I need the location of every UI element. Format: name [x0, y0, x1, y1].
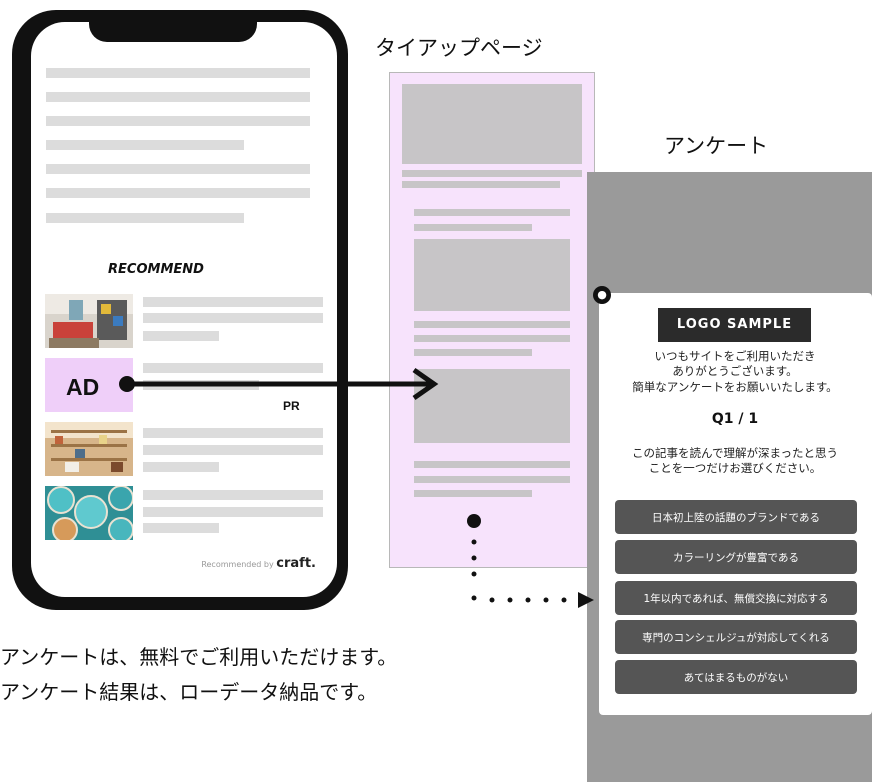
ad-label: AD: [66, 374, 100, 400]
survey-greeting-line3: 簡単なアンケートをお願いいたします。: [632, 380, 838, 394]
tieup-line: [414, 490, 532, 497]
survey-title: アンケート: [664, 134, 769, 158]
recommend-line: [143, 462, 219, 472]
recommend-line: [143, 297, 323, 307]
tieup-dot: [467, 514, 481, 528]
recommend-line: [143, 445, 323, 455]
article-line: [46, 188, 310, 198]
article-line: [46, 213, 244, 223]
article-line: [46, 92, 310, 102]
tieup-line: [414, 349, 532, 356]
article-line: [46, 68, 310, 78]
tieup-line: [402, 181, 560, 188]
tieup-hero-image: [402, 84, 582, 164]
note-line1: アンケートは、無料でご利用いただけます。: [0, 645, 398, 669]
recommend-line: [143, 363, 323, 373]
survey-close-icon[interactable]: ●: [593, 286, 611, 304]
survey-greeting-line2: ありがとうございます。: [672, 364, 798, 378]
tieup-line: [414, 321, 570, 328]
survey-option-4[interactable]: 専門のコンシェルジュが対応してくれる: [615, 620, 857, 654]
tieup-line: [402, 170, 582, 177]
tieup-line: [414, 335, 570, 342]
question-line1: この記事を読んで理解が深まったと思う: [632, 446, 838, 460]
recommend-thumbnail-3[interactable]: [45, 422, 133, 476]
survey-option-5[interactable]: あてはまるものがない: [615, 660, 857, 694]
note-line2: アンケート結果は、ローデータ納品です。: [0, 680, 378, 704]
question-line2: ことを一つだけお選びください。: [648, 461, 822, 475]
pr-label: PR: [283, 399, 300, 413]
article-line: [46, 116, 310, 126]
recommend-line: [143, 313, 323, 323]
dotted-connector: [471, 539, 567, 603]
phone-notch: [89, 10, 257, 42]
survey-option-1[interactable]: 日本初上陸の話題のブランドである: [615, 500, 857, 534]
ad-arrow-head: [412, 367, 439, 401]
recommend-line: [143, 507, 323, 517]
survey-greeting-line1: いつもサイトをご利用いただき: [654, 349, 816, 363]
survey-option-3[interactable]: 1年以内であれば、無償交換に対応する: [615, 581, 857, 615]
tieup-line: [414, 476, 570, 483]
survey-option-2[interactable]: カラーリングが豊富である: [615, 540, 857, 574]
ad-thumbnail[interactable]: [45, 358, 133, 412]
credit-prefix: Recommended by: [201, 560, 274, 569]
recommend-line: [143, 428, 323, 438]
tieup-line: [414, 224, 532, 231]
recommended-by-credit: Recommended by craft.: [200, 556, 316, 571]
tieup-image: [414, 239, 570, 311]
question-number: Q1 / 1: [711, 411, 759, 427]
article-line: [46, 164, 310, 174]
tieup-image: [414, 369, 570, 443]
recommend-heading: RECOMMEND: [108, 262, 204, 277]
tieup-line: [414, 461, 570, 468]
tieup-line: [414, 209, 570, 216]
recommend-thumbnail-4[interactable]: [45, 486, 133, 540]
craft-logo: craft.: [276, 556, 316, 571]
recommend-line: [143, 331, 219, 341]
recommend-thumbnail-1[interactable]: [45, 294, 133, 348]
article-line: [46, 140, 244, 150]
dotted-arrow-head: [578, 592, 594, 608]
logo-sample: LOGO SAMPLE: [658, 308, 811, 342]
recommend-line: [143, 490, 323, 500]
tieup-page-title: タイアップページ: [375, 36, 543, 60]
recommend-line: [143, 523, 219, 533]
